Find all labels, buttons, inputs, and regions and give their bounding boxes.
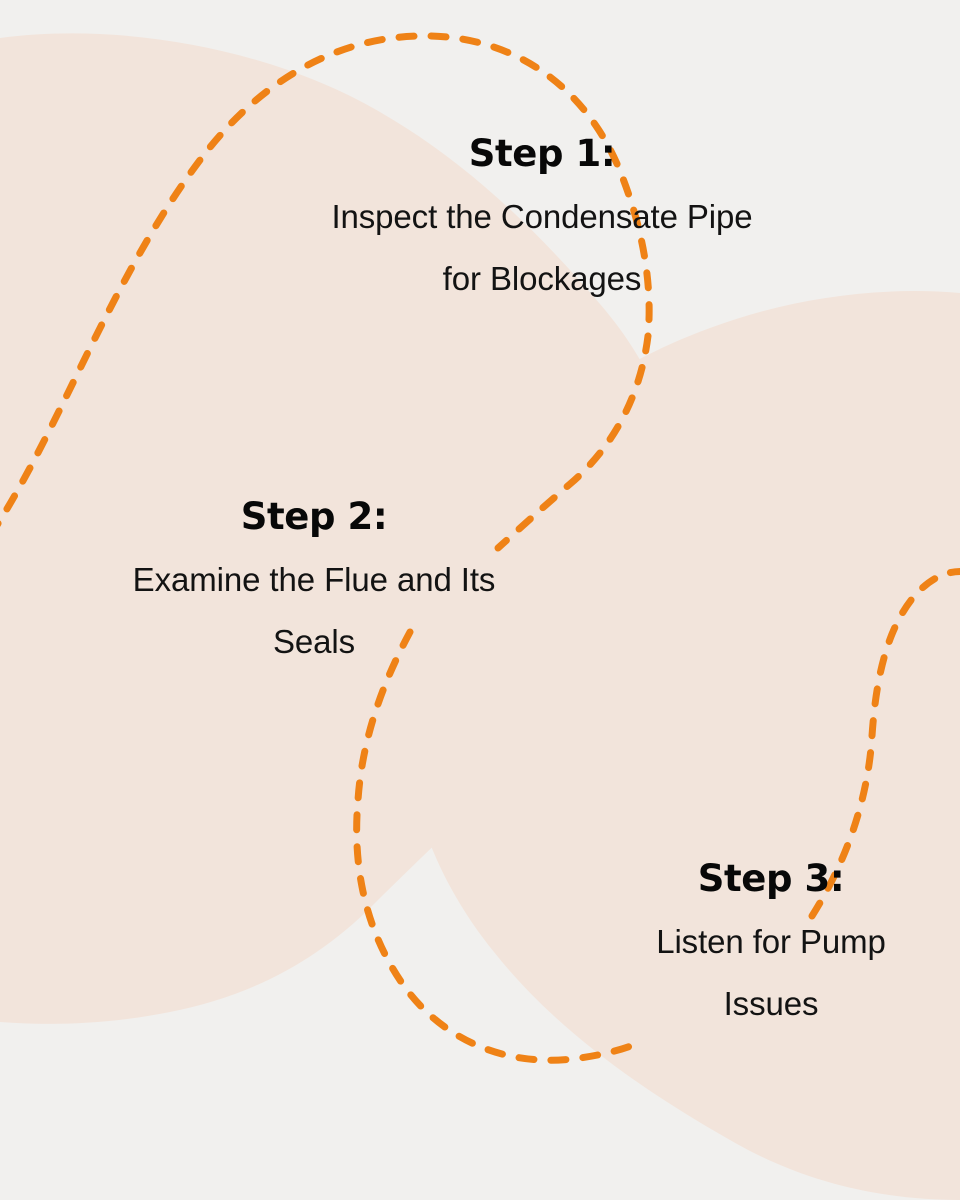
dashed-connector-1 <box>0 32 653 527</box>
step-2-heading: Step 2: <box>240 495 388 538</box>
step-3-body-line-2: Issues <box>723 985 819 1023</box>
step-2-block: Step 2: Examine the Flue and Its Seals <box>16 498 612 673</box>
dashed-connector-3 <box>353 628 640 1064</box>
step-1-body-line-1: Inspect the Condensate Pipe <box>331 198 753 235</box>
step-2-body-line-2: Seals <box>272 623 356 661</box>
step-3-block: Step 3: Listen for Pump Issues <box>490 860 960 1035</box>
dashed-connector-2 <box>494 332 652 552</box>
step-1-heading: Step 1: <box>468 132 616 175</box>
step-3-heading: Step 3: <box>697 857 845 900</box>
blob-right-shape <box>403 291 960 1200</box>
step-3-body-line-1: Listen for Pump <box>656 923 886 960</box>
dashed-connector-4 <box>808 568 960 920</box>
step-2-body-line-1: Examine the Flue and Its <box>132 561 496 598</box>
step-1-body-line-2: for Blockages <box>442 260 642 298</box>
step-1-block: Step 1: Inspect the Condensate Pipe for … <box>232 135 852 310</box>
